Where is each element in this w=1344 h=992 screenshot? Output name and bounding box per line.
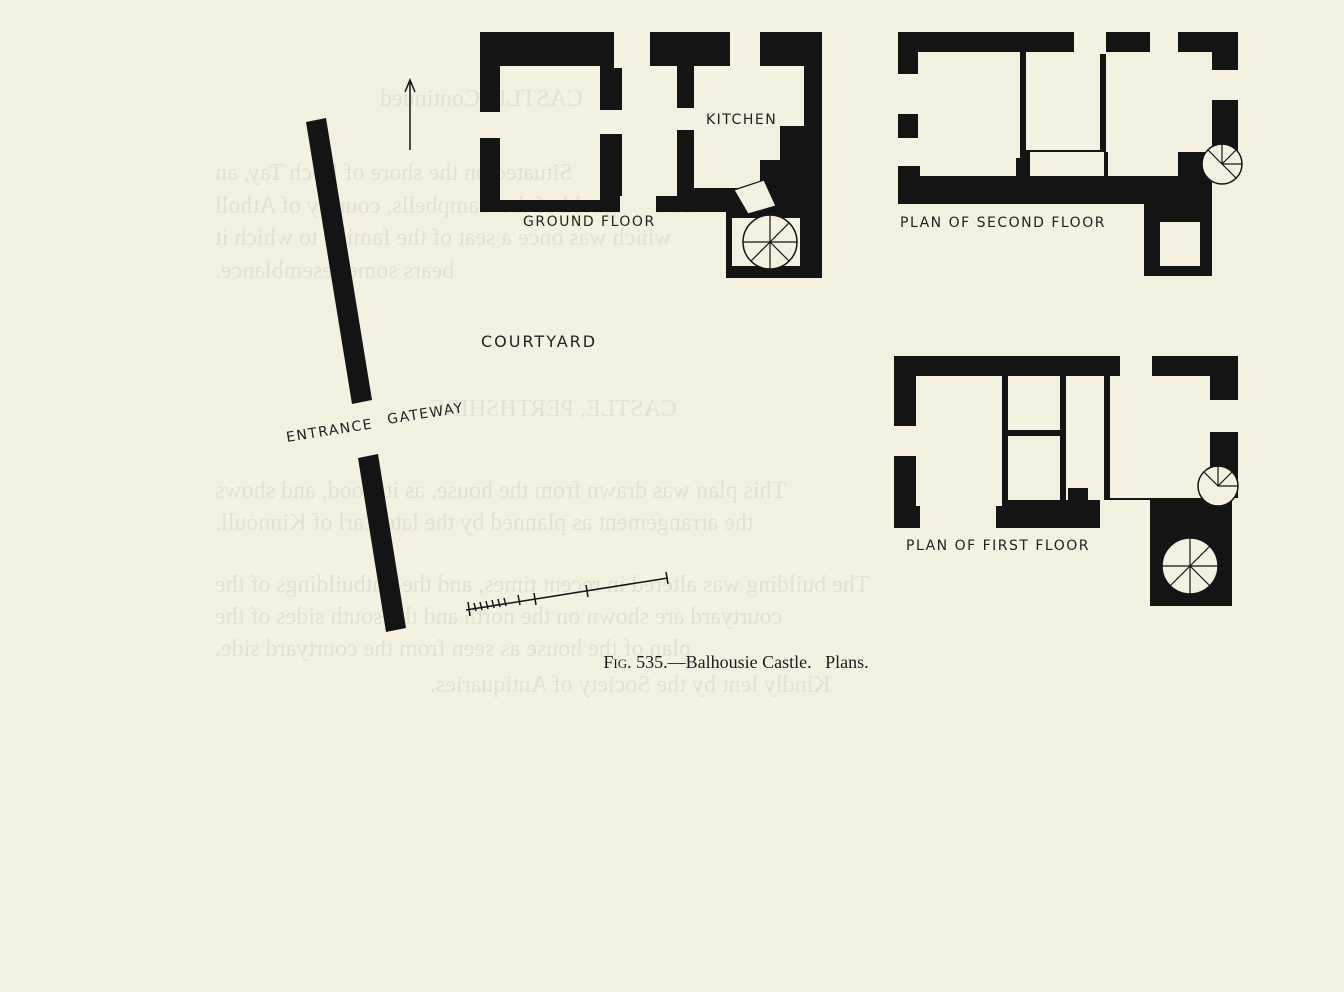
window-opening [1100, 500, 1150, 528]
label-courtyard: COURTYARD [481, 332, 597, 351]
window-opening [920, 506, 996, 528]
stair-treads [743, 215, 797, 269]
ground-floor-plan: KITCHEN GROUND FLOOR [404, 30, 822, 278]
stair-treads [1162, 538, 1218, 594]
scale-bar [465, 571, 669, 617]
wall-recess [898, 74, 920, 114]
label-first-floor: PLAN OF FIRST FLOOR [906, 538, 1090, 554]
caption-text: Balhousie Castle. Plans. [685, 652, 869, 672]
figure-number: Fig. 535. [603, 652, 668, 672]
window-opening [892, 426, 918, 456]
ground-floor-walls [480, 32, 822, 278]
wall-recess [898, 138, 920, 166]
window-opening [1030, 152, 1104, 176]
first-floor-plan: PLAN OF FIRST FLOOR [892, 354, 1239, 606]
window-opening [920, 158, 1016, 176]
first-floor-walls [894, 356, 1238, 606]
label-entrance: ENTRANCE [285, 416, 374, 446]
figure-caption: Fig. 535.—Balhousie Castle. Plans. [0, 652, 1344, 673]
courtyard-wall-north [306, 118, 372, 404]
label-kitchen: KITCHEN [706, 112, 777, 128]
window-opening [600, 110, 622, 134]
stair-treads [1203, 466, 1238, 487]
window-opening [620, 196, 656, 214]
window-opening [677, 108, 694, 130]
window-opening [1108, 152, 1178, 176]
caption-dash: — [667, 652, 686, 672]
second-floor-plan: PLAN OF SECOND FLOOR [898, 32, 1243, 276]
window-opening [1074, 32, 1106, 54]
stair-passage [733, 179, 777, 215]
label-second-floor: PLAN OF SECOND FLOOR [900, 215, 1106, 231]
window-opening [1120, 354, 1152, 378]
courtyard-wall-south [358, 454, 406, 632]
label-ground-floor: GROUND FLOOR [523, 214, 656, 230]
window-opening [1208, 400, 1238, 432]
window-opening [1210, 70, 1240, 100]
stair-treads [1207, 144, 1242, 179]
partition [1068, 488, 1088, 502]
courtyard-wall: ENTRANCE GATEWAY [285, 118, 465, 632]
window-opening [1150, 32, 1178, 54]
label-gateway: GATEWAY [386, 400, 465, 428]
north-arrow-icon [404, 78, 416, 150]
window-opening [614, 30, 650, 68]
window-opening [730, 30, 760, 68]
window-opening [478, 112, 502, 138]
